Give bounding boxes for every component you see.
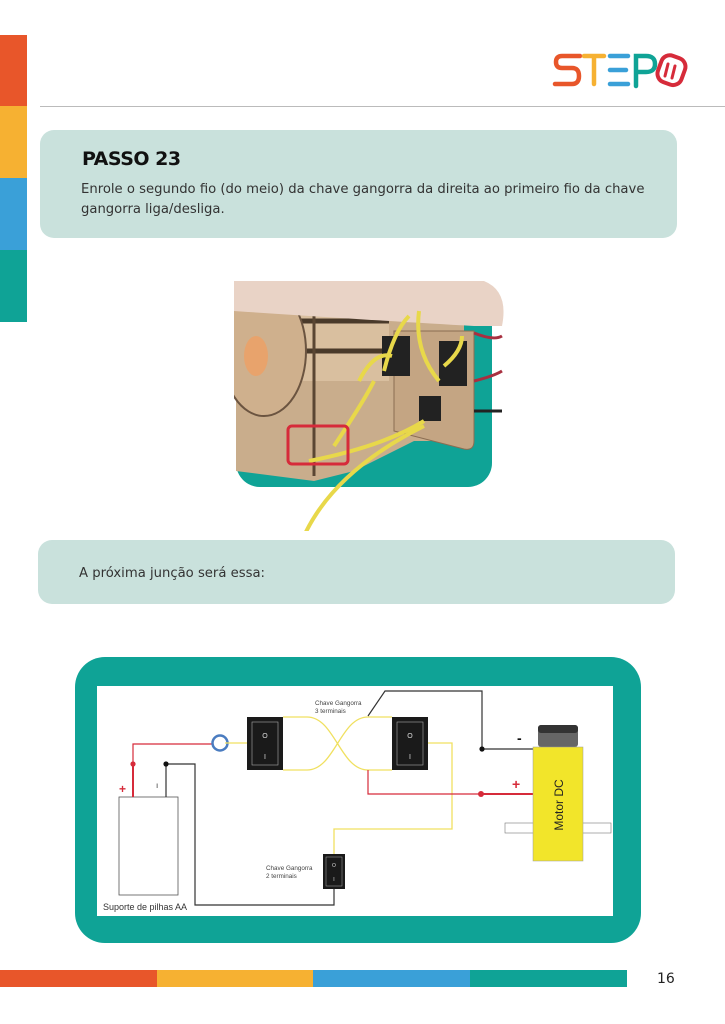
svg-text:O: O: [332, 863, 336, 869]
step-box: PASSO 23 Enrole o segundo fio (do meio) …: [40, 130, 677, 238]
svg-text:2 terminais: 2 terminais: [266, 873, 297, 880]
step-logo: [552, 50, 692, 97]
svg-text:+: +: [119, 782, 126, 796]
step-title: PASSO 23: [82, 148, 181, 170]
side-stripe: [0, 35, 27, 322]
header-divider: [40, 106, 725, 107]
svg-text:ı: ı: [156, 781, 158, 790]
svg-text:3 terminais: 3 terminais: [315, 708, 346, 715]
next-junction-box: A próxima junção será essa:: [38, 540, 675, 604]
step-text: Enrole o segundo fio (do meio) da chave …: [81, 182, 645, 217]
step-photo: [221, 281, 504, 537]
svg-text:I: I: [409, 754, 411, 761]
svg-text:Chave Gangorra: Chave Gangorra: [266, 865, 313, 872]
diagram-canvas: [97, 686, 613, 916]
svg-text:Motor DC: Motor DC: [552, 779, 566, 831]
svg-text:O: O: [407, 733, 413, 740]
circuit-diagram: O I O I O I Motor DC - + + ı Chave Gango…: [103, 690, 612, 912]
motor-dc: Motor DC: [504, 725, 612, 862]
svg-text:Chave Gangorra: Chave Gangorra: [315, 700, 362, 707]
svg-text:I: I: [333, 877, 334, 883]
footer-stripe: [0, 970, 627, 987]
svg-text:-: -: [517, 730, 522, 746]
rocker-switch-power: O I: [323, 854, 345, 889]
next-junction-text: A próxima junção será essa:: [79, 566, 265, 581]
svg-text:Suporte de pilhas AA: Suporte de pilhas AA: [103, 902, 187, 912]
rocker-switch-1: O I: [247, 717, 283, 770]
page-number: 16: [657, 971, 675, 987]
svg-text:I: I: [264, 754, 266, 761]
svg-text:+: +: [512, 776, 520, 792]
battery-holder: [118, 796, 179, 896]
svg-text:O: O: [262, 733, 268, 740]
rocker-switch-2: O I: [392, 717, 428, 770]
